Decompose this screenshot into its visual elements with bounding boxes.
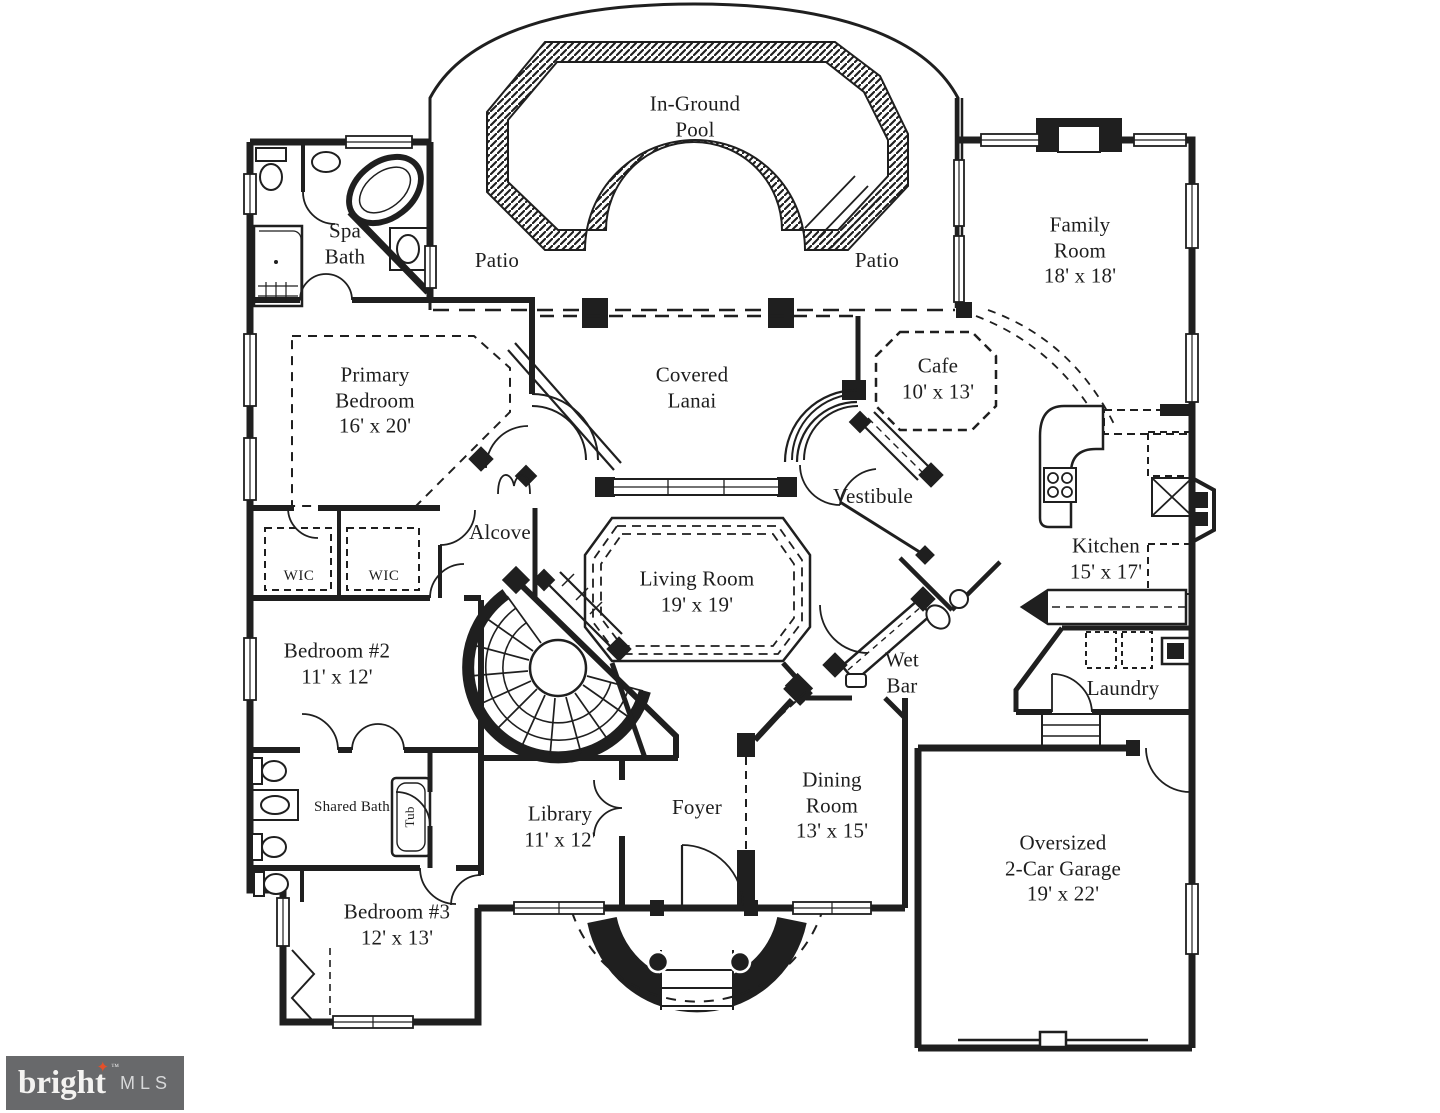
pool-steps [804, 175, 882, 249]
room-label-laundry: Laundry [1086, 676, 1160, 701]
room-label-kitchen: Kitchen 15' x 17' [1069, 533, 1143, 583]
room-label-vestibule: Vestibule [833, 484, 913, 509]
garage [883, 696, 1191, 1049]
room-label-cafe: Cafe 10' x 13' [901, 353, 975, 403]
library-foyer-dining [450, 661, 814, 916]
patio-enclosure [428, 2, 960, 328]
logo-tm-mark: ™ [111, 1061, 120, 1071]
room-label-library: Library 11' x 12' [524, 801, 596, 851]
room-label-patio-right: Patio [854, 248, 900, 273]
cafe-bay [874, 330, 998, 432]
room-label-bedroom3: Bedroom #3 12' x 13' [343, 899, 451, 949]
room-label-garage: Oversized 2-Car Garage 19' x 22' [1004, 830, 1122, 906]
kitchen [1019, 404, 1216, 626]
room-label-tub: Tub [402, 806, 418, 828]
room-label-alcove: Alcove [469, 520, 531, 545]
room-label-family-room: Family Room 18' x 18' [1043, 212, 1117, 288]
room-label-covered-lanai: Covered Lanai [655, 362, 729, 412]
room-label-wet-bar: Wet Bar [885, 647, 919, 697]
room-label-shared-bath: Shared Bath [314, 798, 390, 815]
brightmls-logo: bright✦™ MLS [6, 1056, 184, 1110]
spa-bath [250, 142, 433, 308]
room-label-dining-room: Dining Room 13' x 15' [795, 767, 869, 843]
entry-porch [571, 911, 823, 1013]
laundry [1013, 625, 1192, 747]
primary-bedroom [250, 297, 538, 598]
living-room-outline [583, 516, 812, 663]
room-label-patio-left: Patio [474, 248, 520, 273]
in-ground-pool [486, 41, 909, 251]
vestibule [783, 380, 944, 565]
covered-lanai [529, 314, 861, 497]
room-label-primary-bedroom: Primary Bedroom 16' x 20' [335, 362, 415, 438]
wet-bar [783, 556, 1002, 706]
room-label-wic-left: WIC [283, 567, 315, 584]
windows [243, 133, 1199, 1029]
room-label-spa-bath: Spa Bath [324, 218, 366, 268]
room-label-foyer: Foyer [672, 795, 722, 820]
logo-brand-word: bright [18, 1064, 107, 1101]
logo-brand-text: bright✦™ [18, 1060, 119, 1101]
room-label-bedroom2: Bedroom #2 11' x 12' [283, 638, 391, 688]
room-label-living-room: Living Room 19' x 19' [639, 566, 755, 616]
logo-suffix-text: MLS [120, 1072, 173, 1093]
room-label-in-ground-pool: In-Ground Pool [649, 91, 741, 141]
room-label-wic-right: WIC [368, 567, 400, 584]
logo-star-icon: ✦ [96, 1059, 110, 1076]
bedroom2-bath [250, 563, 481, 905]
bedroom3 [253, 866, 331, 1023]
